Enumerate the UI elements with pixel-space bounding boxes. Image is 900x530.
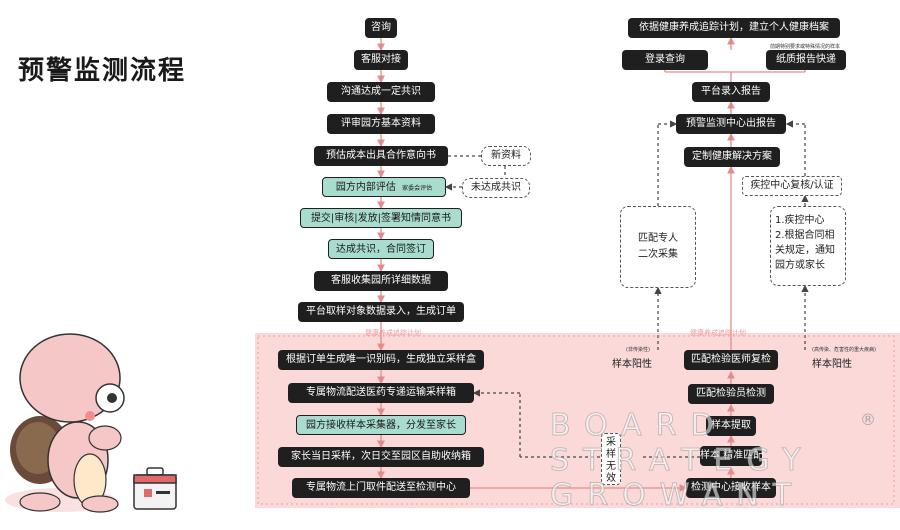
invalid-sample-box: 采样无效 bbox=[601, 433, 621, 485]
node-estimate: 预估成本出具合作意向书 bbox=[314, 146, 448, 166]
box-expert-recollect: 匹配专人 二次采集 bbox=[620, 206, 696, 288]
node-cdc-review: 疾控中心复核/认证 bbox=[742, 176, 842, 196]
node-internal-eval-tag: 家委会评估 bbox=[402, 185, 433, 192]
node-center-report: 预警监测中心出报告 bbox=[676, 114, 786, 134]
node-contract: 达成共识，合同签订 bbox=[328, 239, 434, 259]
left-chain-arrows bbox=[377, 36, 806, 492]
pos-left-note: (非传染性) bbox=[626, 347, 650, 353]
node-gen-code: 根据订单生成唯一识别码，生成独立采样盒 bbox=[278, 350, 484, 370]
turtle-mascot-illustration bbox=[5, 333, 125, 513]
node-paper-report: 纸质报告快递 bbox=[766, 50, 846, 70]
watermark-line3: GROWANT bbox=[549, 478, 806, 514]
node-inspector: 匹配检验员检测 bbox=[688, 384, 774, 404]
node-submit: 提交|审核|发放|签署知情同意书 bbox=[300, 208, 462, 228]
sample-kit-box-icon bbox=[133, 467, 177, 510]
node-doctor-recheck: 匹配检验医师复检 bbox=[684, 350, 778, 370]
side-no-agreement: 未达成共识 bbox=[462, 178, 530, 198]
node-receive-sample: 检测中心接收样本 bbox=[686, 478, 776, 498]
node-match: 样本 精准匹配 bbox=[700, 446, 763, 466]
tracking-label: 健康养成追踪计划 bbox=[365, 329, 421, 337]
node-service: 客服对接 bbox=[354, 50, 408, 70]
node-consult: 咨询 bbox=[365, 18, 397, 38]
side-new-info: 新资料 bbox=[481, 146, 531, 166]
tracking-border bbox=[257, 335, 895, 505]
node-internal-eval: 园方内部评估 家委会评估 bbox=[322, 177, 446, 197]
box-cdc-notify: 1.疾控中心 2.根据合同相关规定，通知园方或家长 bbox=[770, 206, 846, 286]
node-review: 评审园方基本资料 bbox=[327, 114, 435, 134]
dashed-connectors bbox=[436, 120, 809, 458]
node-custom-plan: 定制健康解决方案 bbox=[684, 147, 780, 167]
invalid-sample-label: 采样无效 bbox=[606, 437, 616, 484]
node-parent-sample: 家长当日采样，次日交至园区自助收纳箱 bbox=[278, 447, 484, 467]
watermark-line1: BOARD bbox=[550, 408, 728, 444]
page-title: 预警监测流程 bbox=[18, 56, 187, 86]
pos-right-label: 样本阳性 bbox=[812, 359, 852, 370]
watermark-reg: ® bbox=[860, 410, 876, 429]
tracking-label-2: 健康养成追踪计划 bbox=[690, 329, 746, 337]
node-pickup: 专属物流上门取件配送至检测中心 bbox=[292, 478, 470, 498]
node-entry: 平台取样对象数据录入，生成订单 bbox=[298, 302, 464, 322]
paper-note: 前期特别要求或特殊情况的样本 bbox=[770, 44, 841, 50]
node-ship-box: 专属物流配送医药专递运输采样箱 bbox=[288, 383, 474, 403]
node-communicate: 沟通达成一定共识 bbox=[327, 82, 435, 102]
watermark-line2: STRATEGY bbox=[550, 443, 815, 479]
pos-right-note: (高传染、危害性的重大疾病) bbox=[812, 347, 876, 353]
pos-left-label: 样本阳性 bbox=[612, 359, 652, 370]
node-collect: 客服收集园所详细数据 bbox=[314, 271, 448, 291]
node-extract: 样本提取 bbox=[706, 416, 756, 436]
node-login: 登录查询 bbox=[622, 50, 708, 70]
node-receive-kit: 园方接收样本采集器，分发至家长 bbox=[296, 415, 466, 435]
node-health-archive: 依据健康养成追踪计划，建立个人健康档案 bbox=[628, 18, 840, 38]
node-platform-entry: 平台录入报告 bbox=[692, 82, 770, 102]
node-internal-eval-label: 园方内部评估 bbox=[335, 182, 396, 193]
